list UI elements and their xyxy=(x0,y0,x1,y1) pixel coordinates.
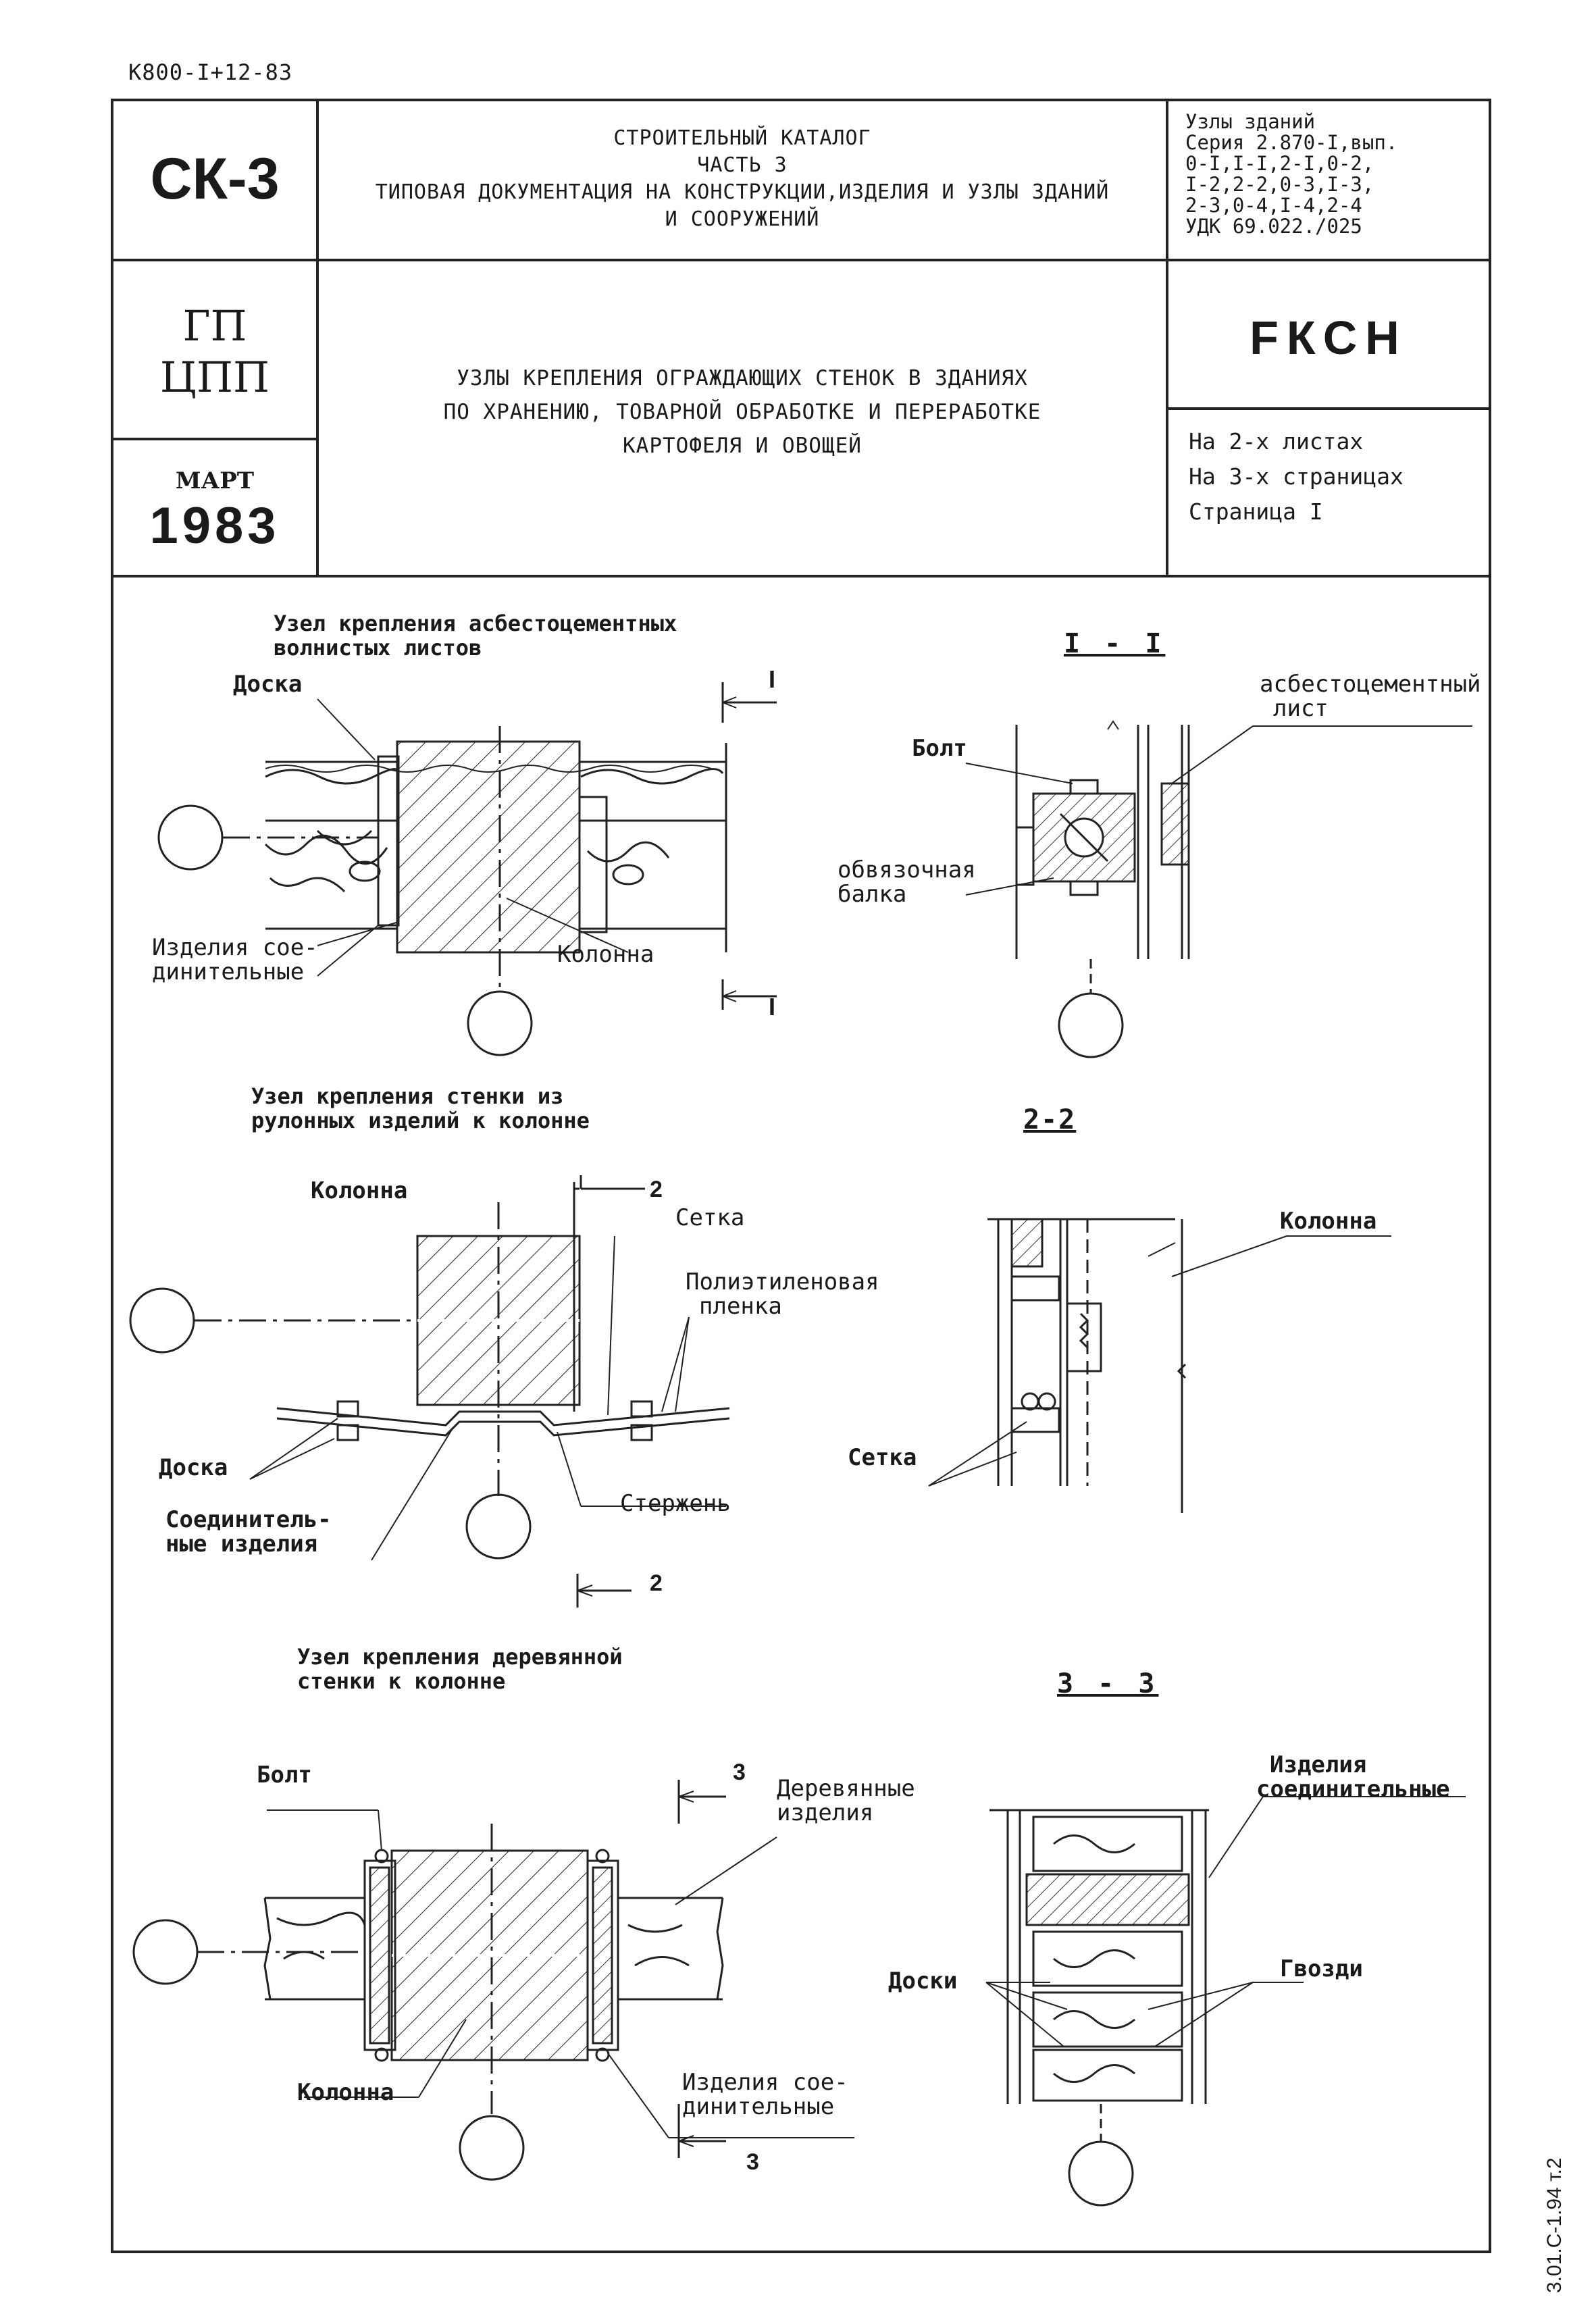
section3-connectors-line: Изделия xyxy=(1270,1751,1367,1778)
series-info-line: 0-I,I-I,2-I,0-2, xyxy=(1185,152,1374,175)
sheet-count-line: Страница I xyxy=(1189,498,1323,525)
node2-connectors-label: Соединитель- ные изделия xyxy=(165,1508,332,1556)
section1-sheet-line: асбестоцементный xyxy=(1260,671,1481,698)
section1-bolt-label: Болт xyxy=(912,735,967,762)
node3-cut-mark-bottom: 3 xyxy=(746,2149,759,2175)
catalog-title-line: И СООРУЖЕНИЙ xyxy=(665,207,820,231)
section1-drawing xyxy=(965,720,1472,1058)
sheet-frame xyxy=(111,99,1491,2253)
node1-title-line: Узел крепления асбестоцементных xyxy=(274,611,677,636)
node2-connectors-line: ные изделия xyxy=(165,1531,318,1558)
node2-title: Узел крепления стенки из рулонных издели… xyxy=(251,1084,590,1133)
sheet-count: На 2-х листах На 3-х страницах Страница … xyxy=(1189,424,1404,530)
node2-film-line: пленка xyxy=(699,1293,782,1320)
node2-column-label: Колонна xyxy=(311,1177,408,1204)
org-block: ГП ЦПП xyxy=(112,301,317,403)
series-info-line: Серия 2.870-I,вып. xyxy=(1185,131,1398,154)
node1-connectors-line: динительные xyxy=(152,958,305,985)
section3-title: 3 - 3 xyxy=(1057,1668,1159,1699)
node3-column-label: Колонна xyxy=(297,2079,394,2106)
node3-title-line: Узел крепления деревянной xyxy=(297,1644,623,1670)
node1-connectors-label: Изделия сое- динительные xyxy=(152,935,318,984)
node1-title: Узел крепления асбестоцементных волнисты… xyxy=(274,611,677,660)
document-title-line: КАРТОФЕЛЯ И ОВОЩЕЙ xyxy=(623,434,862,458)
section2-column-label: Колонна xyxy=(1280,1208,1377,1235)
section3-boards-label: Доски xyxy=(888,1968,958,1995)
node3-drawing xyxy=(132,1780,854,2181)
section1-sheet-label: асбестоцементный лист xyxy=(1260,672,1481,721)
section1-beam-line: балка xyxy=(838,881,907,908)
node3-wood-line: изделия xyxy=(777,1799,874,1826)
series-info: Узлы зданий Серия 2.870-I,вып. 0-I,I-I,2… xyxy=(1185,111,1397,237)
document-title-line: ПО ХРАНЕНИЮ, ТОВАРНОЙ ОБРАБОТКЕ И ПЕРЕРА… xyxy=(443,400,1041,424)
node2-mesh-label: Сетка xyxy=(675,1204,745,1231)
node2-cut-mark-bottom: 2 xyxy=(650,1570,663,1596)
node1-connectors-line: Изделия сое- xyxy=(152,934,318,961)
document-title: УЗЛЫ КРЕПЛЕНИЯ ОГРАЖДАЮЩИХ СТЕНОК В ЗДАН… xyxy=(317,361,1167,463)
series-info-line: Узлы зданий xyxy=(1185,110,1316,133)
node1-title-line: волнистых листов xyxy=(274,635,482,661)
series-info-line: 2-3,0-4,I-4,2-4 xyxy=(1185,194,1362,217)
node3-connectors-line: динительные xyxy=(682,2093,835,2120)
section3-nails-label: Гвозди xyxy=(1280,1955,1363,1982)
node2-board-label: Доска xyxy=(159,1454,228,1481)
node2-film-label: Полиэтиленовая пленка xyxy=(686,1270,879,1318)
node1-cut-mark-top: I xyxy=(769,665,776,693)
node2-cut-mark-top: 2 xyxy=(650,1177,663,1202)
node3-cut-mark-top: 3 xyxy=(733,1759,746,1785)
node1-cut-mark-bottom: I xyxy=(769,993,776,1021)
section3-connectors-label: Изделия соединительные xyxy=(1256,1753,1450,1801)
corner-code: К800-I+12-83 xyxy=(128,59,293,85)
node3-wood-label: Деревянные изделия xyxy=(777,1776,915,1825)
section3-connectors-line: соединительные xyxy=(1256,1776,1450,1803)
section2-drawing xyxy=(928,1218,1391,1513)
node2-rod-label: Стержень xyxy=(620,1490,731,1517)
issue-year: 1983 xyxy=(149,497,280,555)
node2-drawing xyxy=(129,1175,730,1608)
node3-title: Узел крепления деревянной стенки к колон… xyxy=(297,1645,623,1693)
catalog-title-line: ЧАСТЬ 3 xyxy=(697,153,788,177)
node3-bolt-label: Болт xyxy=(257,1762,312,1789)
org-line: ГП xyxy=(182,301,247,351)
sheet-count-line: На 3-х страницах xyxy=(1189,463,1404,490)
issue-month: МАРТ xyxy=(175,467,255,494)
node1-column-label: Колонна xyxy=(557,941,654,968)
series-info-line: I-2,2-2,0-3,I-3, xyxy=(1185,173,1374,196)
node3-title-line: стенки к колонне xyxy=(297,1668,506,1694)
node2-film-line: Полиэтиленовая xyxy=(686,1268,879,1295)
section2-title: 2-2 xyxy=(1023,1104,1077,1135)
sheet-count-line: На 2-х листах xyxy=(1189,428,1364,455)
node1-board-label: Доска xyxy=(233,671,303,698)
section1-title: I - I xyxy=(1064,628,1166,659)
org-line: ЦПП xyxy=(159,353,270,402)
section2-mesh-label: Сетка xyxy=(848,1444,917,1471)
node2-title-line: рулонных изделий к колонне xyxy=(251,1108,590,1133)
document-title-line: УЗЛЫ КРЕПЛЕНИЯ ОГРАЖДАЮЩИХ СТЕНОК В ЗДАН… xyxy=(457,366,1028,390)
node2-connectors-line: Соединитель- xyxy=(165,1506,332,1533)
catalog-title-line: ТИПОВАЯ ДОКУМЕНТАЦИЯ НА КОНСТРУКЦИИ,ИЗДЕ… xyxy=(375,180,1110,204)
node1-drawing xyxy=(157,682,777,1056)
catalog-title-line: СТРОИТЕЛЬНЫЙ КАТАЛОГ xyxy=(613,126,871,150)
side-stamp: 3.01.С-1.94 т.2 xyxy=(1543,2157,1566,2293)
section1-sheet-line: лист xyxy=(1273,695,1329,722)
section3-drawing xyxy=(985,1796,1466,2207)
catalog-title: СТРОИТЕЛЬНЫЙ КАТАЛОГ ЧАСТЬ 3 ТИПОВАЯ ДОК… xyxy=(317,125,1167,233)
node3-connectors-line: Изделия сое- xyxy=(682,2069,848,2096)
section1-beam-label: обвязочная балка xyxy=(838,858,976,906)
catalog-code: СК-3 xyxy=(150,147,280,211)
document-code: FКСН xyxy=(1250,311,1408,364)
series-info-line: УДК 69.022./025 xyxy=(1185,215,1362,238)
section1-beam-line: обвязочная xyxy=(838,856,976,883)
node2-title-line: Узел крепления стенки из xyxy=(251,1083,564,1109)
node3-connectors-label: Изделия сое- динительные xyxy=(682,2070,848,2119)
node3-wood-line: Деревянные xyxy=(777,1775,915,1802)
